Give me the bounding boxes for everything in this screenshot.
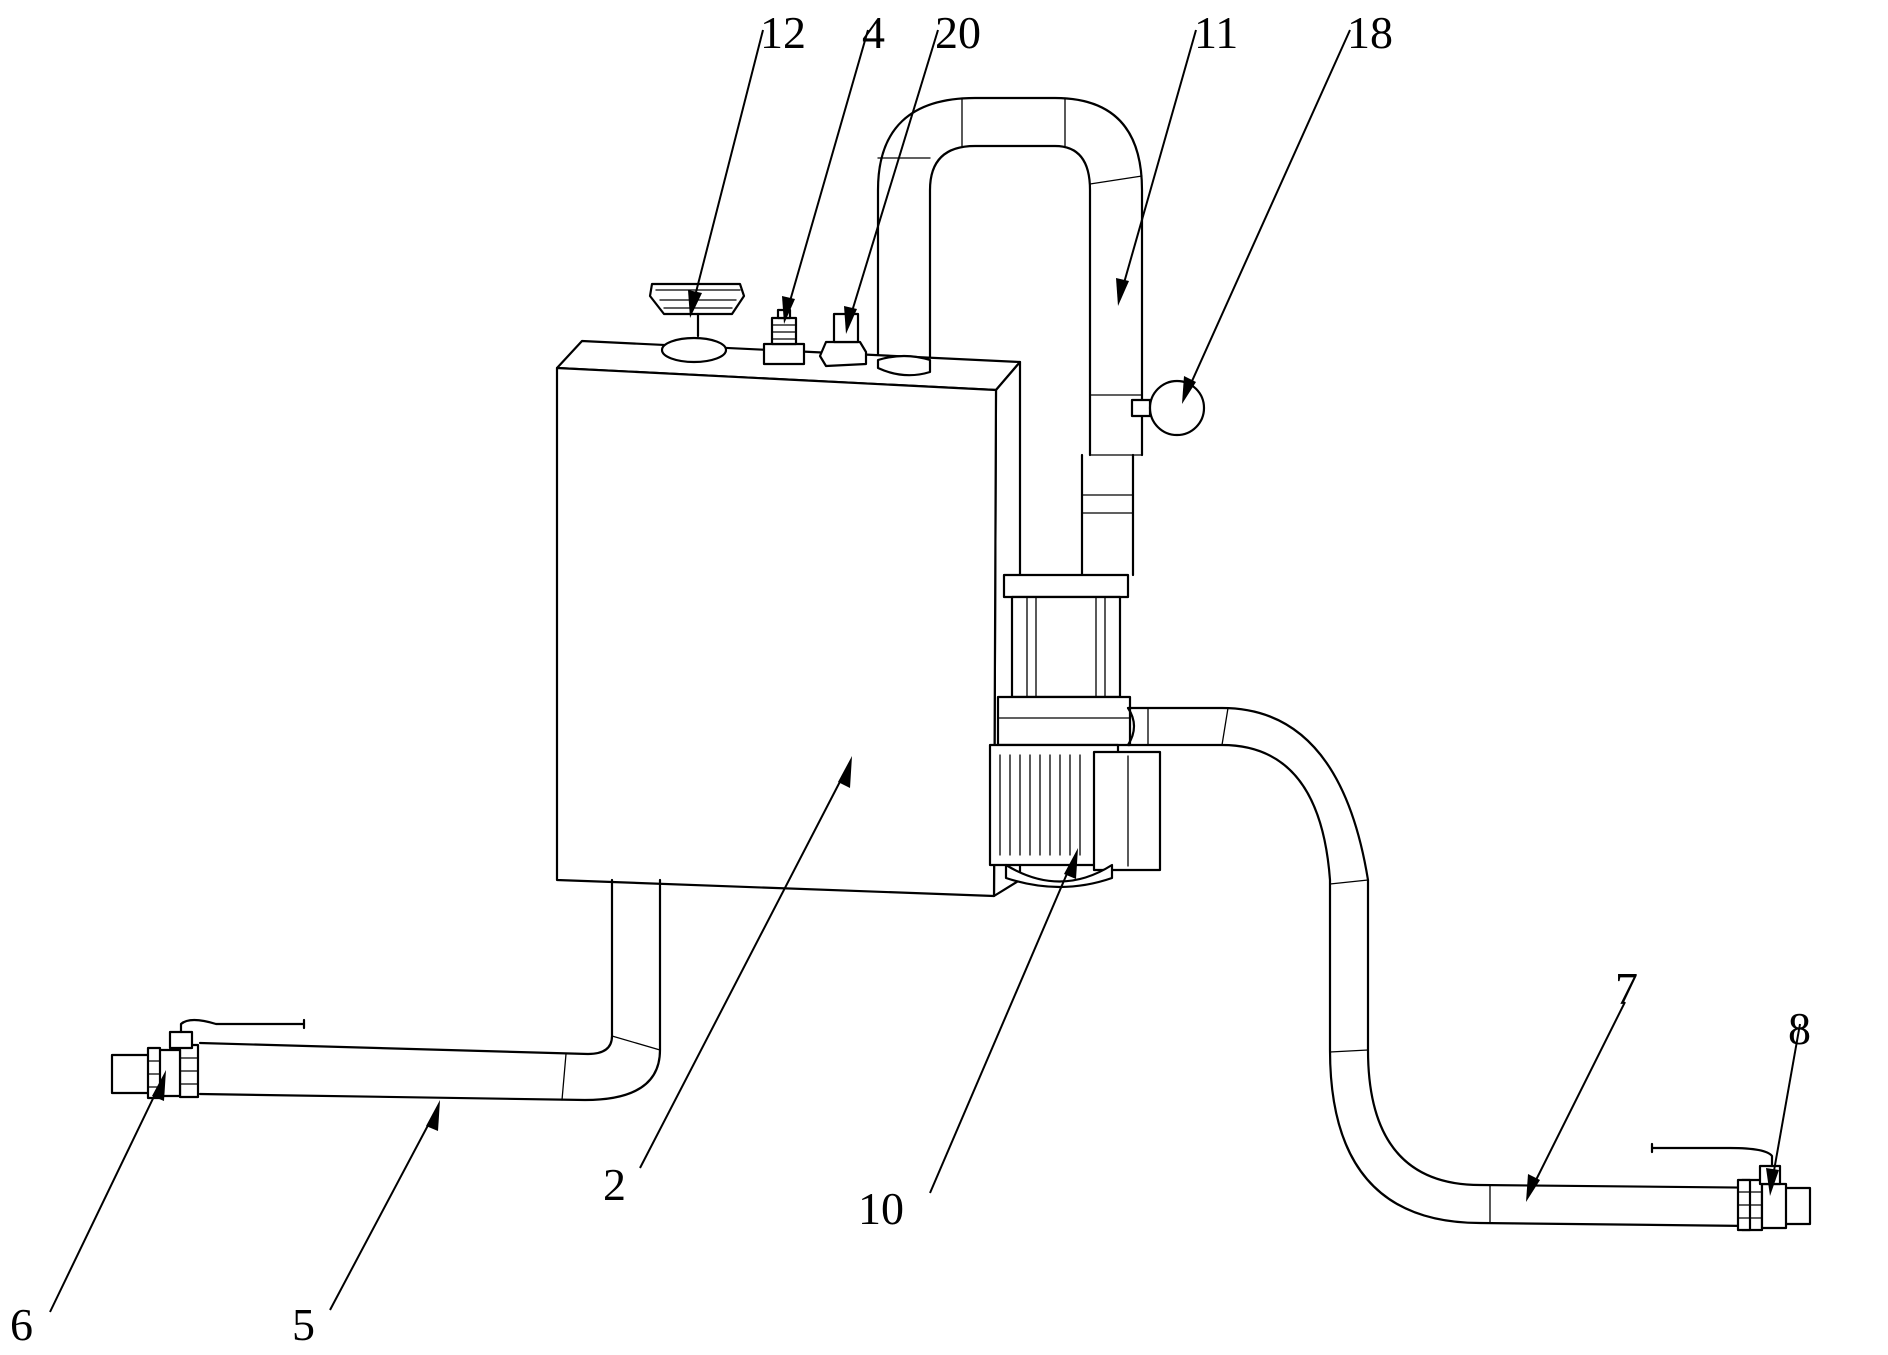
arrow-12 (688, 290, 702, 318)
reference-numerals: 12 4 20 11 18 2 10 7 8 6 5 (10, 7, 1811, 1350)
arrow-6 (152, 1070, 166, 1101)
arrow-11 (1116, 278, 1129, 306)
label-10: 10 (858, 1183, 904, 1234)
leader-8 (1771, 1023, 1801, 1183)
arrow-2 (838, 756, 852, 788)
arrow-7 (1526, 1174, 1540, 1202)
inlet-ball-valve (110, 1018, 306, 1100)
label-12: 12 (760, 7, 806, 58)
label-2: 2 (603, 1159, 626, 1210)
arrow-18 (1182, 376, 1196, 404)
arrow-10 (1064, 848, 1078, 879)
leader-7 (1531, 1001, 1626, 1189)
leader-6 (49, 1083, 161, 1313)
arrow-8 (1766, 1168, 1779, 1196)
outlet-ball-valve (1650, 1142, 1812, 1232)
top-outlet-stub (876, 354, 932, 377)
inlet-fitting (818, 312, 868, 368)
leader-10 (929, 861, 1073, 1194)
leader-11 (1121, 29, 1197, 291)
label-8: 8 (1788, 1003, 1811, 1054)
arrow-5 (426, 1100, 440, 1131)
leader-18 (1187, 29, 1351, 391)
inlet-pipe (198, 878, 662, 1102)
arrow-4 (782, 296, 795, 324)
outlet-pipe (1126, 706, 1787, 1228)
label-6: 6 (10, 1299, 33, 1350)
leader-lines (49, 29, 1801, 1313)
leader-2 (639, 769, 847, 1169)
arrow-20 (844, 306, 857, 334)
label-4: 4 (862, 7, 885, 58)
return-pipe (876, 96, 1144, 577)
leader-20 (849, 29, 939, 319)
motor-cooling-fins (999, 754, 1081, 856)
label-18: 18 (1347, 7, 1393, 58)
label-7: 7 (1615, 963, 1638, 1014)
pump-assembly (988, 573, 1162, 889)
label-5: 5 (292, 1299, 315, 1350)
leader-5 (329, 1113, 435, 1311)
leader-12 (693, 29, 764, 301)
pressure-gauge (1130, 379, 1206, 437)
leader-4 (787, 29, 869, 309)
label-20: 20 (935, 7, 981, 58)
tank (555, 339, 1022, 898)
label-11: 11 (1194, 7, 1238, 58)
